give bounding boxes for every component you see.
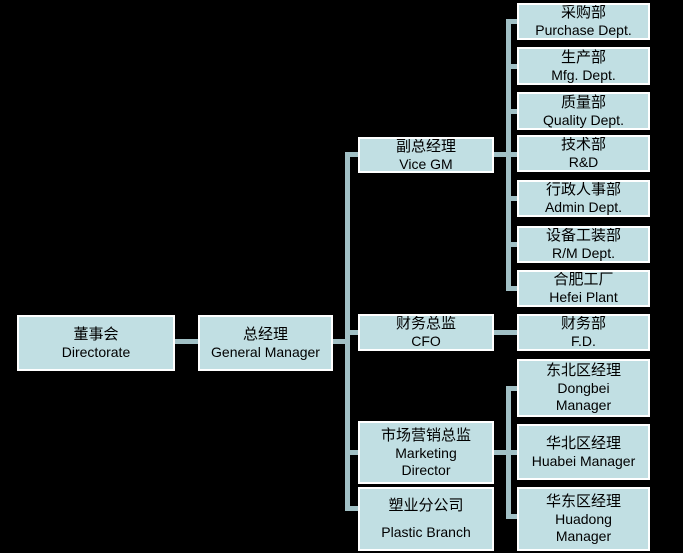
org-node-quality-dept: 质量部 Quality Dept. [517, 92, 650, 130]
node-label-zh: 合肥工厂 [553, 271, 614, 288]
org-node-vice-gm: 副总经理 Vice GM [358, 137, 494, 173]
node-label-zh: 塑业分公司 [388, 497, 464, 515]
org-node-dongbei-manager: 东北区经理 Dongbei Manager [517, 359, 650, 417]
connector-branch-purchase [509, 19, 517, 24]
node-label-en2: Manager [555, 528, 612, 544]
node-label-en: Purchase Dept. [535, 22, 632, 38]
node-label-en: General Manager [211, 343, 320, 360]
connector-branch-hefei [509, 286, 517, 291]
connector-trunk-marketing [350, 450, 358, 455]
node-label-zh: 华北区经理 [545, 434, 621, 452]
node-label-en: Mfg. Dept. [551, 66, 616, 83]
connector-branch-mfg [509, 64, 517, 69]
node-label-en2: Manager [555, 397, 612, 413]
node-label-en: Marketing [395, 444, 457, 461]
org-node-cfo: 财务总监 CFO [358, 314, 494, 351]
node-label-en: CFO [411, 333, 441, 349]
node-label-zh: 财务总监 [395, 315, 456, 332]
org-node-mfg-dept: 生产部 Mfg. Dept. [517, 47, 650, 85]
org-node-rm-dept: 设备工装部 R/M Dept. [517, 226, 650, 263]
connector-branch-rnd [509, 152, 517, 157]
node-label-en: Quality Dept. [543, 111, 624, 128]
connector-vice-gm-branch [494, 152, 506, 157]
connector-branch-huabei [509, 450, 517, 455]
org-node-huabei-manager: 华北区经理 Huabei Manager [517, 424, 650, 480]
node-label-en: R&D [568, 154, 599, 170]
org-node-hefei-plant: 合肥工厂 Hefei Plant [517, 270, 650, 307]
org-node-huadong-manager: 华东区经理 Huadong Manager [517, 487, 650, 551]
connector-directorate-gm [175, 339, 198, 344]
connector-vice-gm-trunk [506, 19, 511, 291]
node-label-zh: 华东区经理 [545, 493, 621, 510]
connector-branch-huadong [509, 514, 517, 519]
connector-branch-admin [509, 196, 517, 201]
node-label-en2: Director [401, 461, 451, 478]
org-node-rnd-dept: 技术部 R&D [517, 135, 650, 172]
connector-branch-dongbei [509, 386, 517, 391]
node-label-en: Directorate [61, 343, 131, 360]
connector-main-trunk [345, 152, 350, 511]
node-label-en: Dongbei [557, 380, 610, 396]
node-label-zh: 总经理 [242, 325, 288, 343]
node-label-en: Admin Dept. [544, 199, 623, 215]
connector-trunk-cfo [350, 330, 358, 335]
node-label-zh: 市场营销总监 [380, 426, 471, 444]
org-node-general-manager: 总经理 General Manager [198, 315, 333, 371]
connector-trunk-plastic [350, 506, 358, 511]
org-node-finance-dept: 财务部 F.D. [517, 314, 650, 351]
connector-branch-rm [509, 242, 517, 247]
org-node-marketing-director: 市场营销总监 Marketing Director [358, 421, 494, 484]
connector-gm-trunk [333, 339, 349, 344]
node-label-zh: 行政人事部 [545, 181, 621, 198]
node-label-en: Plastic Branch [381, 523, 471, 540]
org-node-admin-dept: 行政人事部 Admin Dept. [517, 180, 650, 217]
node-label-zh: 生产部 [560, 48, 606, 66]
node-label-zh: 东北区经理 [545, 362, 621, 379]
node-label-zh: 财务部 [560, 315, 606, 332]
org-node-purchase-dept: 采购部 Purchase Dept. [517, 3, 650, 40]
connector-marketing-trunk [506, 386, 511, 519]
node-label-zh: 技术部 [560, 136, 606, 153]
node-label-zh: 副总经理 [395, 137, 456, 155]
connector-marketing-branch [494, 450, 506, 455]
node-label-en: R/M Dept. [551, 245, 615, 261]
org-node-plastic-branch: 塑业分公司 Plastic Branch [358, 487, 494, 551]
node-label-en: Vice GM [399, 155, 453, 172]
node-label-en: Hefei Plant [549, 289, 618, 305]
connector-cfo-fd [494, 330, 517, 335]
node-label-en: Huabei Manager [531, 452, 636, 469]
node-label-zh: 质量部 [560, 93, 606, 111]
org-node-directorate: 董事会 Directorate [17, 315, 175, 371]
node-label-en: Huadong [555, 511, 612, 527]
node-label-zh: 采购部 [560, 4, 606, 21]
connector-branch-quality [509, 109, 517, 114]
node-label-zh: 董事会 [73, 325, 119, 343]
connector-trunk-vice-gm [350, 152, 358, 157]
node-label-en: F.D. [571, 333, 596, 349]
node-label-zh: 设备工装部 [545, 227, 621, 244]
